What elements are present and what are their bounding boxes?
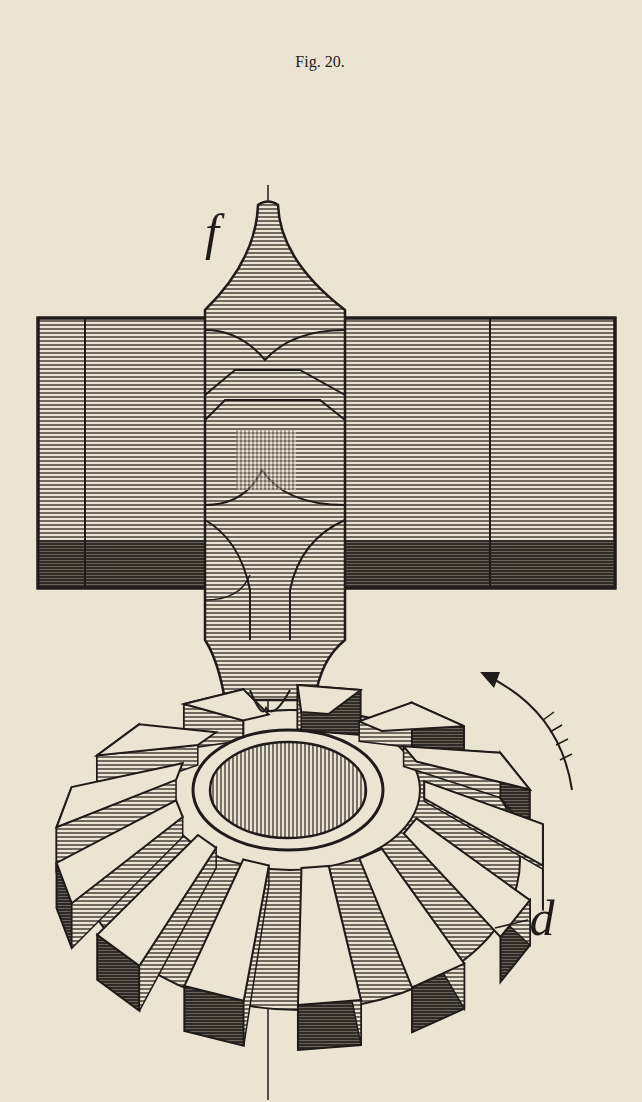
leader-line xyxy=(495,920,528,928)
rotation-arrow xyxy=(480,672,572,790)
part-label: f xyxy=(205,207,219,257)
bevel-gear xyxy=(57,685,543,1050)
part-label: d xyxy=(530,893,555,943)
figure-title: Fig. 20. xyxy=(295,54,344,70)
milling-cutter xyxy=(205,202,345,701)
